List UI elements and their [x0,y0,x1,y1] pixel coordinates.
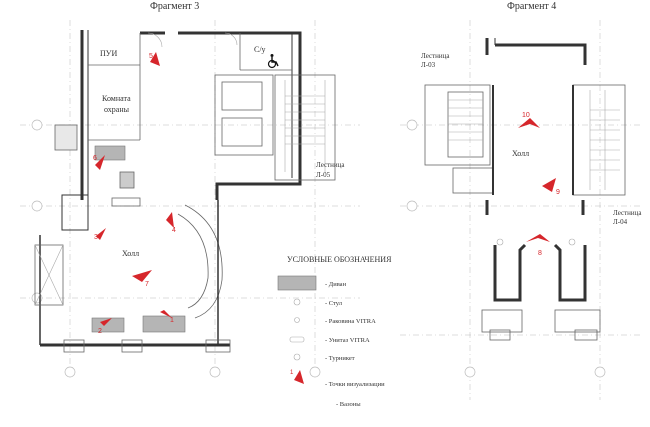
viewpoint-marker: 4 [166,212,176,234]
sofa-hall-1 [91,317,125,333]
axis-marker [209,366,221,378]
viewpoint-marker: 8 [526,234,550,257]
fragment-4-plan [400,20,640,400]
axis-marker [31,119,43,131]
viewpoint-marker: 10 [518,112,540,128]
axis-marker [406,200,418,212]
viewpoint-number: 8 [538,250,542,257]
fragment-4-title: Фрагмент 4 [507,1,556,12]
legend-sink-symbol [294,317,300,323]
legend-turnstile-symbol [293,353,301,361]
stair-l05 [284,80,326,172]
axis-marker [406,119,418,131]
legend-sofa-swatch [277,275,317,291]
stair-l04-line1: Лестница [613,209,642,217]
viewpoint-number: 2 [98,328,102,335]
stair-l04-line2: Л-04 [613,218,628,226]
room-security-line2: охраны [104,105,130,114]
axis-marker [464,366,476,378]
fragment-3-plan [20,20,360,380]
axis-marker [309,366,321,378]
wheelchair-icon [267,54,279,69]
viewpoint-number: 1 [170,317,174,324]
room-wc: С/у [254,45,266,54]
viewpoint-marker: 2 [98,318,112,335]
stair-l03-line2: Л-03 [421,61,436,69]
legend-urinal-symbol [289,336,305,343]
viewpoint-number: 3 [94,234,98,241]
room-hall-f4: Холл [512,149,529,158]
viewpoint-marker: 5 [149,52,160,66]
axis-marker [594,366,606,378]
legend-sofa-label: - Диван [325,281,347,288]
legend-chair-label: - Стул [325,300,343,307]
legend-turnstile-label: - Турникет [325,355,355,362]
stair-l03-line1: Лестница [421,52,450,60]
sofa-hall-2 [142,315,186,333]
stair-l05-line2: Л-05 [316,171,331,179]
axis-marker [64,366,76,378]
legend: УСЛОВНЫЕ ОБОЗНАЧЕНИЯ - Диван - Стул - Ра… [277,255,392,408]
fragment-3-title: Фрагмент 3 [150,1,199,12]
legend-viewpoint-symbol [294,370,304,384]
viewpoint-number: 9 [556,189,560,196]
viewpoint-number: 10 [522,112,530,119]
legend-viewpoint-number: 1 [290,370,294,376]
legend-title: УСЛОВНЫЕ ОБОЗНАЧЕНИЯ [287,255,392,264]
viewpoint-number: 6 [93,155,97,162]
legend-vase-label: - Вазоны [336,401,361,408]
viewpoint-marker: 1 [160,310,174,324]
viewpoint-number: 5 [149,53,153,60]
viewpoint-marker: 6 [93,155,105,170]
room-security-line1: Комната [102,94,131,103]
viewpoint-number: 4 [172,227,176,234]
legend-chair-symbol [293,298,301,306]
viewpoint-number: 7 [145,281,149,288]
sofa-security [94,145,126,161]
legend-urinal-label: - Унитаз VITRA [325,337,370,344]
viewpoint-marker: 7 [132,270,152,288]
axis-marker [31,200,43,212]
room-hall-f3: Холл [122,249,139,258]
legend-sink-label: - Раковина VITRA [325,318,376,325]
room-pui: ПУИ [100,49,117,58]
legend-viewpoint-label: - Точки визуализации [325,381,385,388]
viewpoint-marker: 9 [542,178,560,196]
viewpoint-marker: 3 [94,228,106,241]
stair-l05-line1: Лестница [316,161,345,169]
